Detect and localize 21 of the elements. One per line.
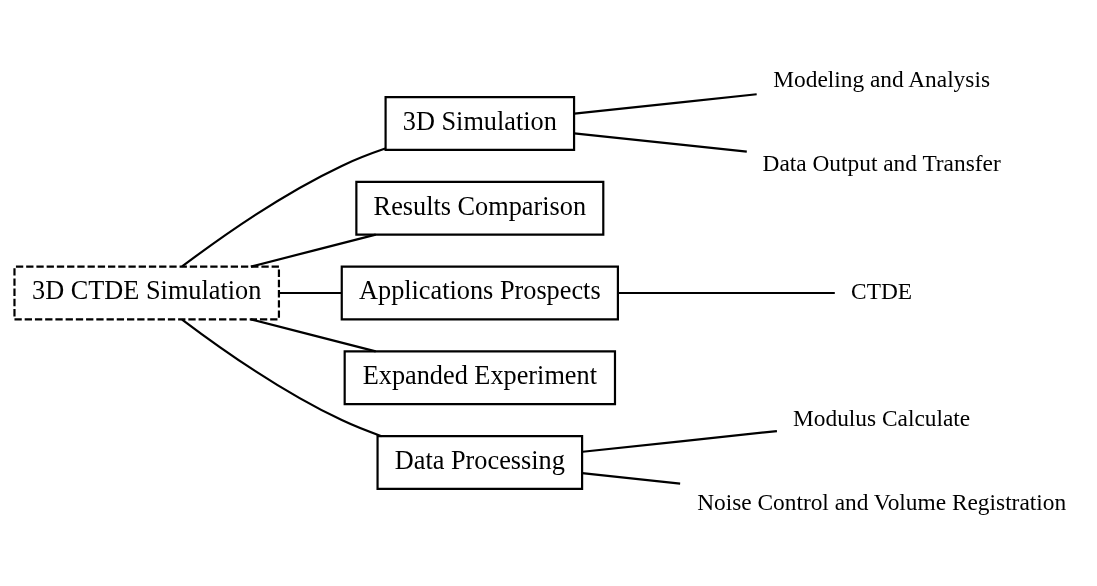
node-box: Expanded Experiment — [343, 350, 617, 406]
connector — [250, 318, 376, 353]
node-text: Data Output and Transfer — [762, 150, 1001, 177]
node-text: Modeling and Analysis — [773, 65, 990, 92]
node-box: Data Processing — [376, 435, 584, 490]
node-box: Results Comparison — [355, 180, 605, 236]
connector — [582, 472, 681, 485]
node-text: Noise Control and Volume Registration — [697, 489, 1067, 516]
node-box: 3D Simulation — [384, 96, 576, 151]
connector — [279, 291, 342, 295]
node-box: Applications Prospects — [340, 265, 619, 321]
connector — [181, 147, 386, 268]
node-text: Modulus Calculate — [793, 404, 971, 431]
connector — [617, 291, 835, 295]
connector — [250, 233, 376, 268]
connector — [582, 430, 778, 453]
connector — [574, 132, 747, 153]
connector — [574, 93, 757, 115]
node-text: CTDE — [851, 277, 913, 304]
node-box: 3D CTDE Simulation — [13, 265, 281, 321]
connector — [181, 318, 382, 438]
